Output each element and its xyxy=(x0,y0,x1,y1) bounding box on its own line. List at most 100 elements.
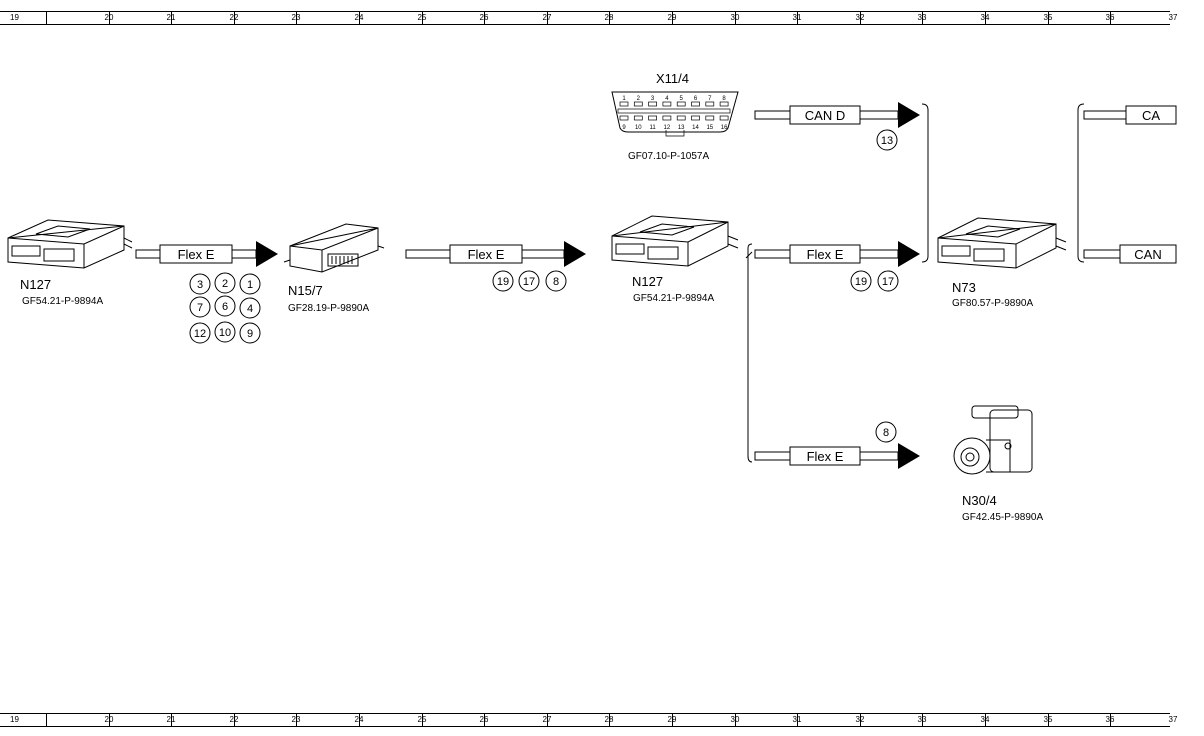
connector-badge[interactable]: 12 xyxy=(189,322,211,344)
bus-label-box xyxy=(159,244,233,264)
connector-badge[interactable]: 3 xyxy=(189,273,211,295)
badge-circle xyxy=(876,129,898,151)
badge-circle xyxy=(189,296,211,318)
badge-number: 7 xyxy=(197,302,203,314)
connector-badge[interactable]: 1 xyxy=(239,273,261,295)
x11-pin-label: 11 xyxy=(649,125,656,131)
bus-label-box xyxy=(789,244,861,264)
ruler-tick xyxy=(296,12,297,24)
connector-badge[interactable]: 17 xyxy=(877,270,899,292)
x11-pin-contact xyxy=(691,115,700,121)
badge-circle xyxy=(877,270,899,292)
connector-badge[interactable]: 9 xyxy=(239,322,261,344)
connector-badge[interactable]: 19 xyxy=(850,270,872,292)
x11-pin-label: 6 xyxy=(694,96,698,102)
connector-badge[interactable]: 8 xyxy=(545,270,567,292)
n15-7-doc-ref[interactable]: GF28.19-P-9890A xyxy=(288,303,370,314)
connector-badge[interactable]: 10 xyxy=(214,321,236,343)
ruler-cell-37: 37 xyxy=(1168,13,1178,22)
connector-badge[interactable]: 19 xyxy=(492,270,514,292)
x11-pin-contact xyxy=(691,101,700,107)
bus-can-right-bottom[interactable]: CAN xyxy=(1083,244,1177,264)
connector-badge[interactable]: 6 xyxy=(214,295,236,317)
connector-badge[interactable]: 2 xyxy=(214,272,236,294)
bus-flex-e-3[interactable]: Flex E xyxy=(754,241,920,267)
ruler-cell-19: 19 xyxy=(10,13,19,22)
n30-4-label: N30/4 xyxy=(962,493,997,508)
x11-pin-contact xyxy=(705,101,715,107)
badge-circle xyxy=(214,272,236,294)
bus-label-box xyxy=(1119,244,1177,264)
badge-number: 4 xyxy=(247,303,253,315)
x11-pin-label: 4 xyxy=(665,96,669,102)
ruler-tick xyxy=(484,12,485,24)
ruler-tick xyxy=(672,714,673,726)
x11-4-doc-ref[interactable]: GF07.10-P-1057A xyxy=(628,151,710,162)
badge-circle xyxy=(239,322,261,344)
ruler-tick xyxy=(547,12,548,24)
ruler-tick xyxy=(234,12,235,24)
n30-4-doc-ref[interactable]: GF42.45-P-9890A xyxy=(962,512,1044,523)
bus-label-box xyxy=(789,105,861,125)
x11-pin-contact xyxy=(719,101,729,107)
x11-pin-label: 5 xyxy=(680,96,684,102)
badge-number: 8 xyxy=(553,276,559,288)
ruler-tick xyxy=(422,714,423,726)
ruler-tick xyxy=(484,714,485,726)
ruler-tick xyxy=(109,714,110,726)
badge-number: 9 xyxy=(247,328,253,340)
ruler-tick xyxy=(46,714,47,726)
branch-bracket-right xyxy=(1077,103,1085,263)
ruler-tick xyxy=(109,12,110,24)
branch-bracket-n127 xyxy=(747,243,753,463)
n15-7-module-drawing xyxy=(283,223,385,273)
connector-badge[interactable]: 7 xyxy=(189,296,211,318)
bus-label: Flex E xyxy=(468,247,505,262)
x11-pin-label: 1 xyxy=(622,96,626,102)
x11-pin-label: 13 xyxy=(678,125,685,131)
x11-pin-contact xyxy=(676,101,686,107)
n127-mid-doc-ref[interactable]: GF54.21-P-9894A xyxy=(633,293,715,304)
bus-flex-e-2[interactable]: Flex E xyxy=(405,241,586,267)
ruler-tick xyxy=(1048,714,1049,726)
x11-pin-contact xyxy=(633,101,643,107)
x11-pin-contact xyxy=(676,115,686,121)
x11-pin-contact xyxy=(662,101,672,107)
connector-badge[interactable]: 8 xyxy=(875,421,897,443)
badge-number: 19 xyxy=(497,276,509,288)
connector-badge[interactable]: 17 xyxy=(518,270,540,292)
ruler-tick xyxy=(672,12,673,24)
bus-arrowhead xyxy=(898,443,920,469)
bus-arrowhead xyxy=(564,241,586,267)
badge-circle xyxy=(875,421,897,443)
badge-number: 19 xyxy=(855,276,867,288)
bus-label-box xyxy=(1125,105,1177,125)
bus-label-box xyxy=(789,446,861,466)
badge-circle xyxy=(518,270,540,292)
x11-bridge-13 xyxy=(665,130,685,137)
connector-badge[interactable]: 4 xyxy=(239,297,261,319)
n127-left-doc-ref[interactable]: GF54.21-P-9894A xyxy=(22,296,104,307)
top-grid-ruler: 19202122232425262728293031323334353637 xyxy=(0,11,1177,25)
bus-can-d[interactable]: CAN D xyxy=(754,102,920,128)
x11-pin-label: 9 xyxy=(622,125,626,131)
ruler-tick xyxy=(860,12,861,24)
n127-mid-module-drawing xyxy=(611,215,739,267)
connector-badge[interactable]: 13 xyxy=(876,129,898,151)
n73-doc-ref[interactable]: GF80.57-P-9890A xyxy=(952,298,1034,309)
bus-flex-e-4[interactable]: Flex E xyxy=(754,443,920,469)
x11-pin-contact xyxy=(648,115,657,121)
x11-pin-label: 8 xyxy=(722,96,726,102)
bus-can-right-top[interactable]: CA xyxy=(1083,105,1177,125)
ruler-tick xyxy=(860,714,861,726)
ruler-tick xyxy=(985,12,986,24)
badge-number: 10 xyxy=(219,327,231,339)
ruler-tick xyxy=(735,12,736,24)
bus-flex-e-1[interactable]: Flex E xyxy=(135,241,278,267)
bus-lines-layer: Flex E Flex E CAN D Flex E Flex E CA CAN xyxy=(135,102,1177,469)
ruler-tick xyxy=(922,12,923,24)
x11-pin-contact xyxy=(662,115,672,121)
bus-label: CAN xyxy=(1134,247,1161,262)
